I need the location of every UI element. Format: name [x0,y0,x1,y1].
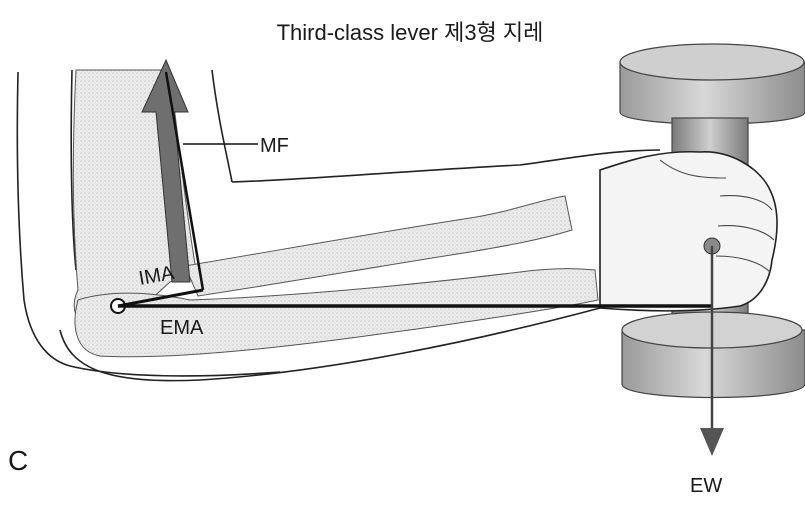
internal-moment-arm-line [117,288,204,308]
mf-label: MF [260,135,289,157]
ulna-bone [74,268,599,358]
hand [599,150,778,312]
finger-lines [659,159,775,273]
upper-arm [16,69,233,367]
ew-label: EW [690,475,722,497]
muscle-force-arrow [141,58,205,291]
forearm-outline [59,149,661,382]
panel-letter: C [8,445,28,476]
radius-bone [184,195,573,297]
diagram-title: Third-class lever 제3형 지레 [277,20,544,45]
external-weight-arrow [700,237,724,456]
ema-label: EMA [160,317,204,339]
